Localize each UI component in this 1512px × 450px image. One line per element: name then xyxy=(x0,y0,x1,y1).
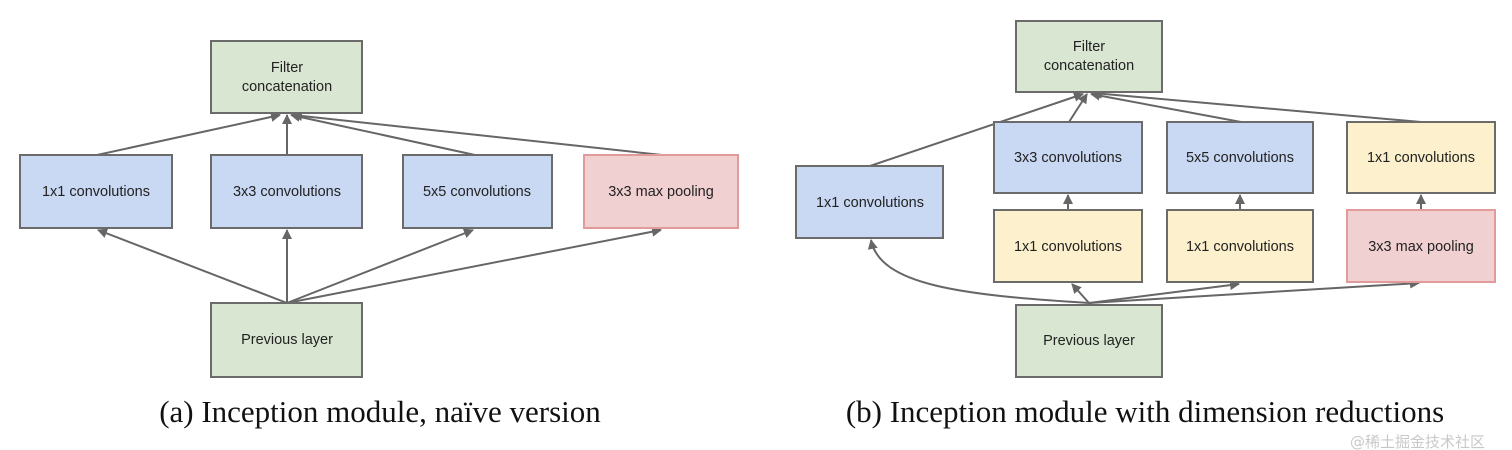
b-previous-layer-box: Previous layer xyxy=(1015,304,1163,378)
b-conv5-box: 5x5 convolutions xyxy=(1166,121,1314,194)
edge-b-prev-conv1 xyxy=(867,239,1090,304)
label: 1x1 convolutions xyxy=(42,184,150,200)
edge-b-prev-reduce5 xyxy=(1088,280,1240,304)
a-conv1-box: 1x1 convolutions xyxy=(19,154,173,229)
label: 3x3 convolutions xyxy=(1014,150,1122,166)
watermark: @稀土掘金技术社区 xyxy=(1350,433,1485,450)
a-conv5-box: 5x5 convolutions xyxy=(402,154,553,229)
b-reduce5-box: 1x1 convolutions xyxy=(1166,209,1314,283)
edge-b-prev-pool xyxy=(1088,278,1420,304)
diagram-b-edges xyxy=(867,88,1426,304)
b-conv1-direct-box: 1x1 convolutions xyxy=(795,165,944,239)
a-maxpool-box: 3x3 max pooling xyxy=(583,154,739,229)
b-conv3-box: 3x3 convolutions xyxy=(993,121,1143,194)
edge-a-conv1-concat xyxy=(96,112,281,156)
edge-b-conv3-concat xyxy=(1068,93,1088,123)
label: Previous layer xyxy=(241,332,333,348)
label: concatenation xyxy=(1044,58,1134,74)
a-filter-concatenation-box: Filter concatenation xyxy=(210,40,363,114)
caption-a: (a) Inception module, naïve version xyxy=(159,394,601,429)
b-maxpool-box: 3x3 max pooling xyxy=(1346,209,1496,283)
edge-a-prev-pool xyxy=(286,226,662,304)
label: 5x5 convolutions xyxy=(1186,150,1294,166)
label: 1x1 convolutions xyxy=(1367,150,1475,166)
a-conv3-box: 3x3 convolutions xyxy=(210,154,363,229)
edge-a-pool-concat xyxy=(292,110,663,156)
b-reduce3-box: 1x1 convolutions xyxy=(993,209,1143,283)
edge-a-conv5-concat xyxy=(290,112,476,156)
label: 5x5 convolutions xyxy=(423,184,531,200)
b-filter-concatenation-box: Filter concatenation xyxy=(1015,20,1163,93)
label: concatenation xyxy=(242,79,332,95)
edge-b-poolproj-concat xyxy=(1092,88,1422,123)
diagram-a-edges xyxy=(96,110,663,304)
label: Previous layer xyxy=(1043,333,1135,349)
edge-a-prev-conv1 xyxy=(97,228,288,304)
label: 1x1 convolutions xyxy=(1014,239,1122,255)
a-previous-layer-box: Previous layer xyxy=(210,302,363,378)
edge-b-prev-reduce3 xyxy=(1071,283,1090,304)
label: 3x3 max pooling xyxy=(608,184,714,200)
label: 3x3 convolutions xyxy=(233,184,341,200)
edge-a-prev-conv5 xyxy=(286,228,474,304)
label: 3x3 max pooling xyxy=(1368,239,1474,255)
edge-b-conv5-concat xyxy=(1090,90,1242,123)
label: Filter xyxy=(1073,39,1105,55)
b-pool-projection-box: 1x1 convolutions xyxy=(1346,121,1496,194)
caption-b: (b) Inception module with dimension redu… xyxy=(846,394,1444,429)
edge-b-conv1-concat xyxy=(869,92,1084,167)
label: Filter xyxy=(271,60,303,76)
label: 1x1 convolutions xyxy=(1186,239,1294,255)
label: 1x1 convolutions xyxy=(816,195,924,211)
